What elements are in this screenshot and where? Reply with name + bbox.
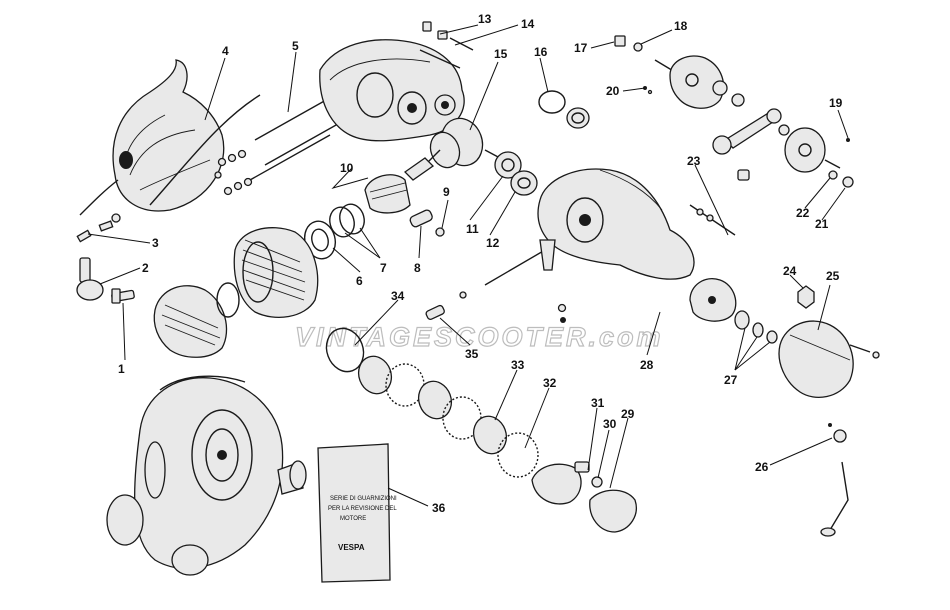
label-25: 25 (826, 269, 840, 283)
part-small-washers (214, 149, 253, 196)
label-32: 32 (543, 376, 557, 390)
gasket-pack-line3: MOTORE (340, 516, 366, 522)
part-studs (249, 94, 346, 181)
label-7: 7 (380, 261, 387, 275)
label-13: 13 (478, 12, 492, 26)
part-circlip (435, 227, 445, 237)
part-banjo-fitting (76, 257, 104, 301)
label-30: 30 (603, 417, 617, 431)
part-screws-3 (76, 213, 121, 243)
label-2: 2 (142, 261, 149, 275)
label-11: 11 (466, 222, 479, 236)
label-28: 28 (640, 358, 654, 372)
part-clutch-cover (778, 320, 880, 398)
part-flywheel-half-2 (778, 124, 854, 188)
part-labels: 4 5 3 2 1 6 7 8 9 10 11 12 13 14 15 16 1… (118, 12, 843, 515)
label-5: 5 (292, 39, 299, 53)
part-cylinder-head (153, 282, 240, 358)
label-23: 23 (687, 154, 701, 168)
label-12: 12 (486, 236, 500, 250)
label-31: 31 (591, 396, 605, 410)
part-crankcase-right (484, 168, 695, 286)
part-piston-rings (329, 203, 365, 238)
label-36: 36 (432, 501, 446, 515)
label-20: 20 (606, 84, 620, 98)
part-seal-ring (538, 90, 590, 129)
label-24: 24 (783, 264, 797, 278)
part-clutch-disc (497, 432, 539, 478)
gasket-pack-line2: PER LA REVISIONE DEL (328, 506, 397, 512)
part-nut-24 (797, 285, 815, 309)
part-flywheel-half (614, 35, 745, 109)
part-bolts-13-14 (419, 21, 474, 69)
gasket-pack-brand: VESPA (338, 543, 365, 552)
label-3: 3 (152, 236, 159, 250)
gasket-pack-line1: SERIE DI GUARNIZIONI (330, 496, 397, 502)
part-bearings (494, 151, 538, 196)
part-crankshaft (403, 117, 501, 181)
watermark-text: VINTAGESCOOTER.com (295, 322, 664, 352)
leader-lines (87, 24, 849, 507)
label-10: 10 (340, 161, 354, 175)
part-stud-23 (689, 204, 736, 236)
part-piston (364, 174, 411, 214)
label-8: 8 (414, 261, 421, 275)
label-16: 16 (534, 45, 548, 59)
label-14: 14 (521, 17, 535, 31)
label-15: 15 (494, 47, 508, 61)
part-complete-engine (106, 375, 307, 576)
part-cylinder (233, 227, 319, 318)
label-34: 34 (391, 289, 405, 303)
label-35: 35 (465, 347, 479, 361)
part-kickstart (820, 423, 849, 537)
label-17: 17 (574, 41, 588, 55)
label-4: 4 (222, 44, 229, 58)
label-29: 29 (621, 407, 635, 421)
label-19: 19 (829, 96, 843, 110)
part-crankcase-left (319, 39, 465, 142)
label-21: 21 (815, 217, 829, 231)
part-clutch-plates (357, 355, 508, 455)
part-bolt-1 (111, 288, 135, 304)
part-small-bits (459, 89, 653, 323)
part-clutch-housing (531, 461, 637, 533)
label-9: 9 (443, 185, 450, 199)
label-33: 33 (511, 358, 525, 372)
part-fan-cowling (79, 59, 261, 216)
label-22: 22 (796, 206, 810, 220)
label-6: 6 (356, 274, 363, 288)
part-gears-27 (689, 278, 778, 344)
part-pin-35 (425, 304, 445, 320)
part-gasket-pack: SERIE DI GUARNIZIONI PER LA REVISIONE DE… (317, 443, 397, 583)
label-26: 26 (755, 460, 769, 474)
part-conrod (712, 108, 782, 181)
part-clutch-ring (325, 327, 365, 373)
label-1: 1 (118, 362, 125, 376)
part-gudgeon-pin (409, 209, 433, 228)
label-27: 27 (724, 373, 738, 387)
label-18: 18 (674, 19, 688, 33)
